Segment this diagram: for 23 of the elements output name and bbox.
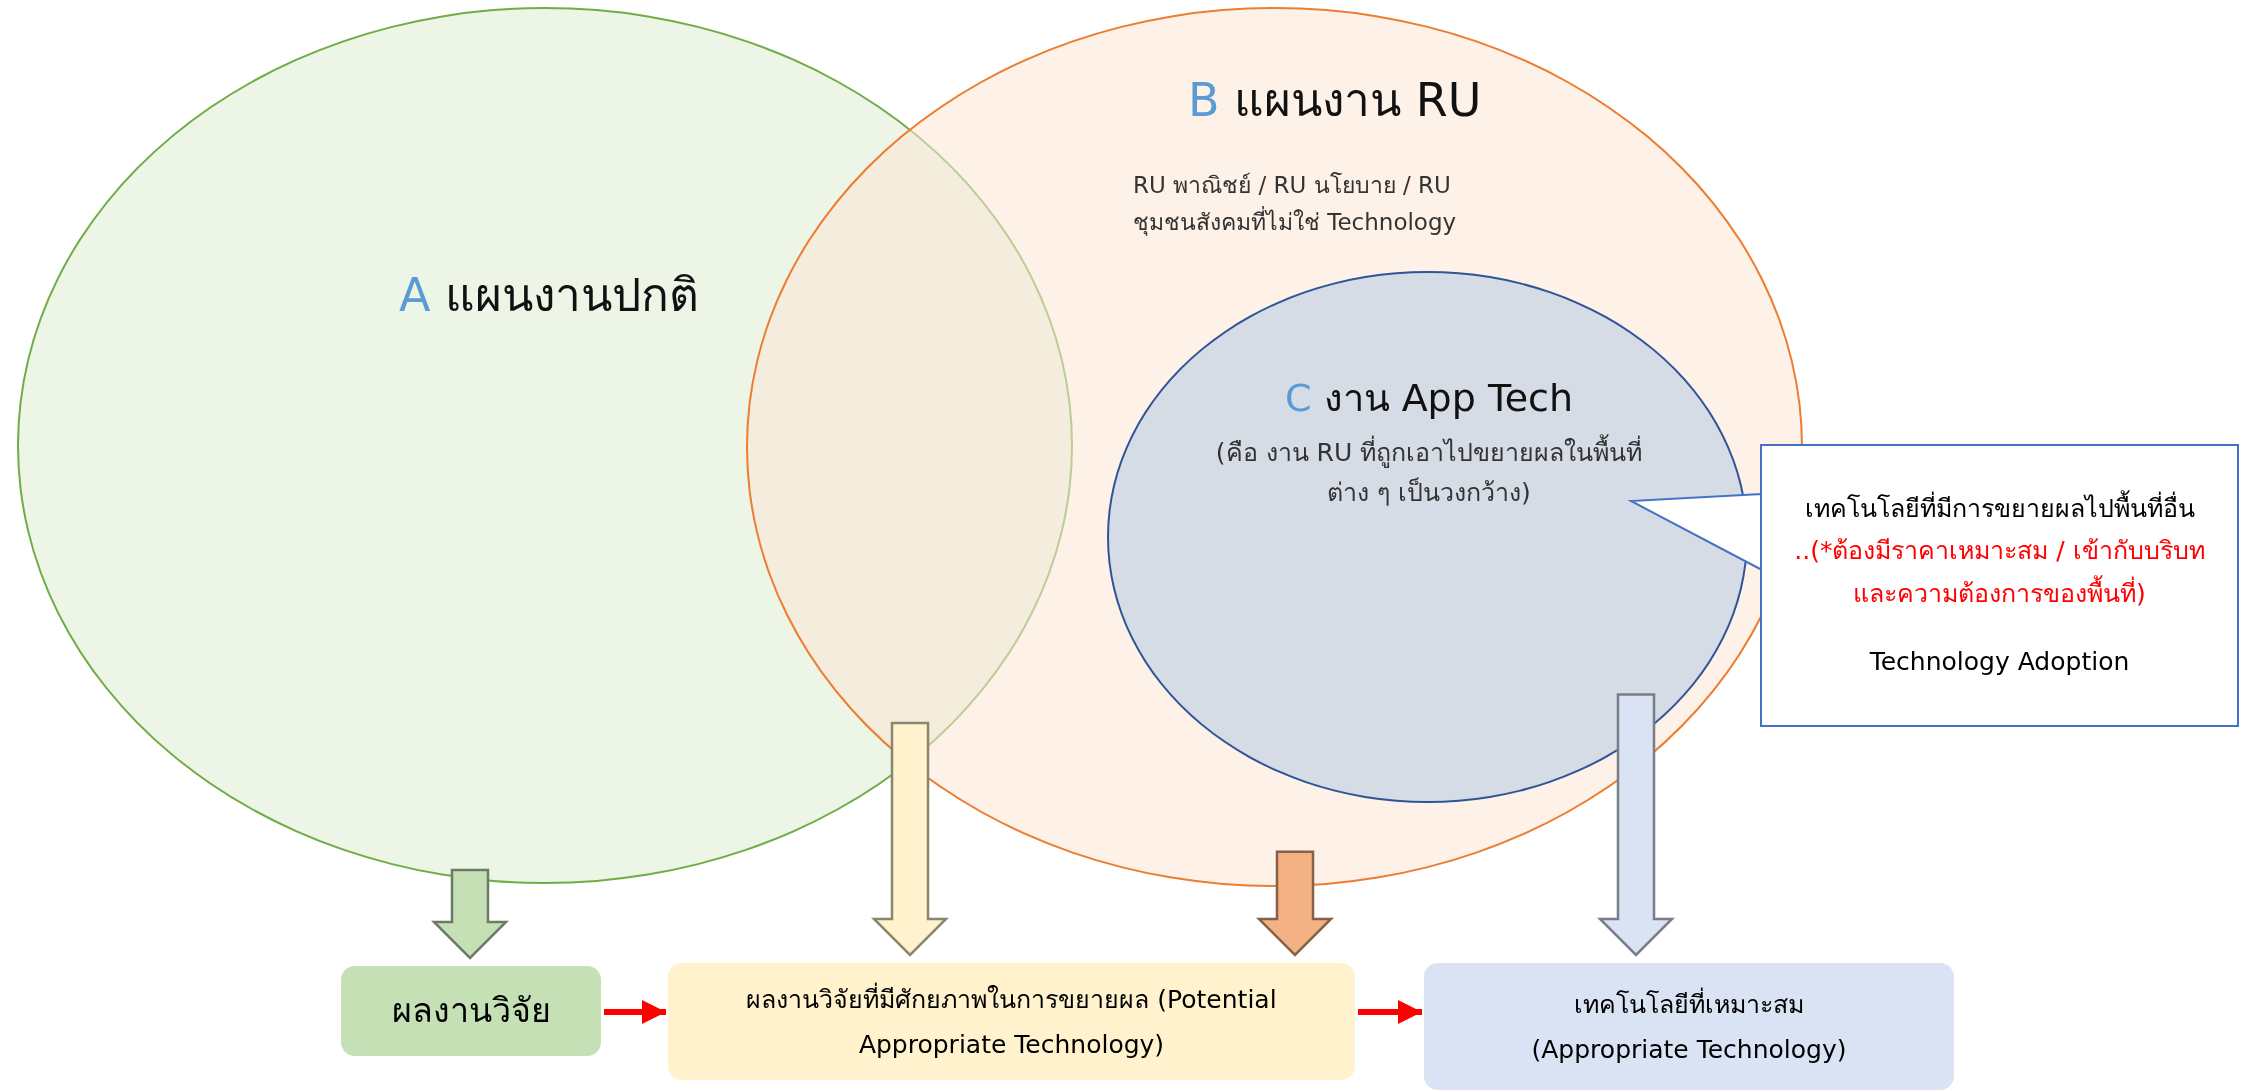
callout-text: เทคโนโลยีที่มีการขยายผลไปพื้นที่อื่น	[1804, 487, 2195, 530]
ellipse-description: RU พาณิชย์ / RU นโยบาย / RU ชุมชนสังคมที่ไม่ใช่ Technology	[1133, 171, 1458, 238]
block-arrow	[1256, 850, 1334, 957]
ellipse-title: C งาน App Tech	[1283, 375, 1575, 422]
callout-text: Technology Adoption	[1869, 646, 2130, 678]
block-arrow	[1597, 693, 1675, 957]
ellipse-title: A แผนงานปกติ	[397, 267, 701, 324]
block-arrow	[431, 868, 509, 960]
box-text: ผลงานวิจัยที่มีศักยภาพในการขยายผล (Potential Appropriate Technology)	[745, 981, 1278, 1061]
box-text: (Appropriate Technology)	[1531, 1033, 1847, 1066]
ellipse-title: B แผนงาน RU	[1188, 72, 1483, 129]
callout-text: ..(*ต้องมีราคาเหมาะสม / เข้ากับบริบท และความต้องการของพื้นที่)	[1793, 535, 2206, 610]
ellipse-description: (คือ งาน RU ที่ถูกเอาไปขยายผลในพื้นที่ ต่าง ๆ เป็นวงกว้าง)	[1209, 433, 1649, 513]
box-text: ผลงานวิจัย	[391, 989, 551, 1033]
arrow	[604, 1000, 666, 1024]
callout-pointer	[1627, 492, 1763, 572]
result-box	[668, 963, 1355, 1080]
result-box	[1424, 963, 1954, 1090]
result-box	[341, 966, 601, 1056]
arrow	[1358, 1000, 1422, 1024]
box-text: เทคโนโลยีที่เหมาะสม	[1574, 986, 1804, 1021]
block-arrow	[871, 721, 949, 957]
callout-box	[1760, 444, 2239, 727]
